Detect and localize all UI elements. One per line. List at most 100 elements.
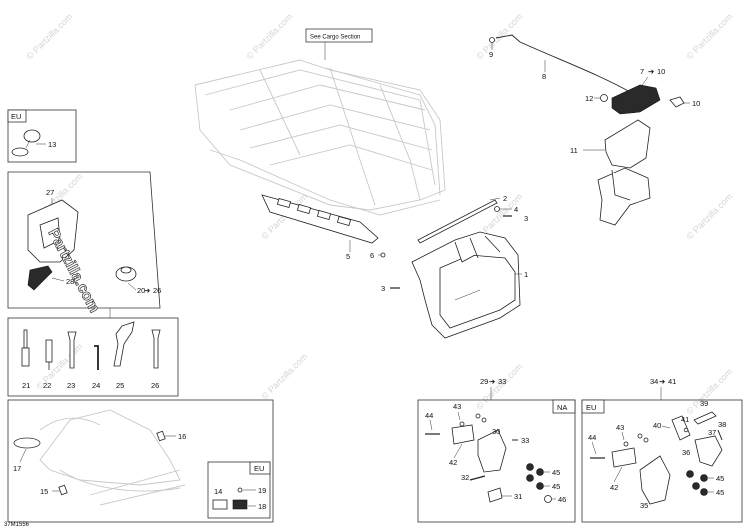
callout-13: 13 <box>48 140 56 149</box>
callout-11: 11 <box>570 146 578 155</box>
callout-44b: 44 <box>588 433 596 442</box>
callout-3b: 3 <box>381 284 385 293</box>
part-3-screw-upper: 3 <box>503 214 528 223</box>
callout-17: 17 <box>13 464 21 473</box>
callout-12: 12 <box>585 94 593 103</box>
watermarks: © Partzilla.com © Partzilla.com © Partzi… <box>24 11 734 416</box>
part-1-mudflap: 1 <box>411 231 528 339</box>
part-8-cable: 8 <box>495 34 631 93</box>
callout-9: 9 <box>489 50 493 59</box>
region-tag-eu-right: EU <box>586 403 596 412</box>
callout-25: 25 <box>116 381 124 390</box>
tool-bag-box: 27 28 20 ➔ 26 <box>7 171 161 309</box>
callout-28: 28 <box>66 277 74 286</box>
callout-29: 29 <box>480 377 488 386</box>
part-2-bracket: 2 <box>417 194 507 244</box>
part-7-10-handle: 7 ➔ 10 <box>611 67 665 115</box>
arrow-34-41: ➔ <box>659 377 666 386</box>
eu-mirror-box: EU 13 <box>7 109 77 163</box>
callout-30: 30 <box>492 427 500 436</box>
callout-42b: 42 <box>610 483 618 492</box>
snowmobile-box: 17 16 15 EU 14 19 18 <box>7 399 274 523</box>
part-9-cable-end: 9 <box>489 37 495 59</box>
eu-kit-box: 34 ➔ 41 EU 44 43 42 35 40 41 39 38 37 36 <box>581 377 743 523</box>
part-5-trim-strip: 5 <box>261 194 379 261</box>
see-cargo-label: See Cargo Section <box>310 35 360 41</box>
callout-8: 8 <box>542 72 546 81</box>
callout-6: 6 <box>370 251 374 260</box>
callout-45c: 45 <box>716 474 724 483</box>
callout-19: 19 <box>258 486 266 495</box>
callout-20: 20 <box>137 286 145 295</box>
arrow-29-33: ➔ <box>489 377 496 386</box>
callout-15: 15 <box>40 487 48 496</box>
callout-45d: 45 <box>716 488 724 497</box>
callout-41: 41 <box>681 415 689 424</box>
arrow-20-26: ➔ <box>144 286 151 295</box>
tool-kit-box: 21 22 23 24 25 26 <box>7 308 179 397</box>
callout-31: 31 <box>514 492 522 501</box>
callout-34-41-end: 41 <box>668 377 676 386</box>
callout-40: 40 <box>653 421 661 430</box>
callout-39: 39 <box>700 399 708 408</box>
callout-23: 23 <box>67 381 75 390</box>
callout-7: 7 <box>640 67 644 76</box>
callout-43a: 43 <box>453 402 461 411</box>
callout-44a: 44 <box>425 411 433 420</box>
region-tag-eu-bottom: EU <box>254 464 264 473</box>
callout-20-26-end: 26 <box>153 286 161 295</box>
callout-32: 32 <box>461 473 469 482</box>
callout-37: 37 <box>708 428 716 437</box>
watermark: © Partzilla.com <box>474 11 524 61</box>
callout-2: 2 <box>503 194 507 203</box>
callout-10: 10 <box>692 99 700 108</box>
callout-4: 4 <box>514 205 518 214</box>
watermark: © Partzilla.com <box>684 11 734 61</box>
watermark: © Partzilla.com <box>684 191 734 241</box>
part-11-bracket: 11 <box>570 119 651 226</box>
watermark: © Partzilla.com <box>244 11 294 61</box>
callout-45a: 45 <box>552 468 560 477</box>
callout-27: 27 <box>46 188 54 197</box>
part-4-washer: 4 <box>494 205 518 214</box>
callout-36: 36 <box>682 448 690 457</box>
callout-33: 33 <box>521 436 529 445</box>
region-tag-na: NA <box>557 403 567 412</box>
cargo-rack-ghost <box>194 59 446 216</box>
part-10-cap: 10 <box>669 96 700 108</box>
diagram-code: 37M1556 <box>4 522 30 528</box>
callout-22: 22 <box>43 381 51 390</box>
callout-7-10-end: 10 <box>657 67 665 76</box>
callout-21: 21 <box>22 381 30 390</box>
watermark: © Partzilla.com <box>34 341 84 391</box>
callout-18: 18 <box>258 502 266 511</box>
callout-35: 35 <box>640 501 648 510</box>
callout-3a: 3 <box>524 214 528 223</box>
callout-43b: 43 <box>616 423 624 432</box>
callout-42a: 42 <box>449 458 457 467</box>
callout-5: 5 <box>346 252 350 261</box>
watermark: © Partzilla.com <box>684 366 734 416</box>
part-6-screw: 6 <box>370 251 386 260</box>
callout-24: 24 <box>92 381 100 390</box>
watermark: © Partzilla.com <box>259 351 309 401</box>
callout-29-33-end: 33 <box>498 377 506 386</box>
watermark: © Partzilla.com <box>474 361 524 411</box>
na-kit-box: 29 ➔ 33 NA 44 43 42 30 33 32 31 45 45 <box>417 377 576 523</box>
callout-34: 34 <box>650 377 658 386</box>
callout-14: 14 <box>214 487 222 496</box>
region-tag-eu-top: EU <box>11 112 21 121</box>
see-cargo-callout: See Cargo Section <box>305 28 373 60</box>
arrow-7-10: ➔ <box>648 67 655 76</box>
callout-38: 38 <box>718 420 726 429</box>
callout-16: 16 <box>178 432 186 441</box>
callout-46: 46 <box>558 495 566 504</box>
part-12-knob: 12 <box>585 94 608 103</box>
callout-26: 26 <box>151 381 159 390</box>
part-3-screw-lower: 3 <box>381 284 400 293</box>
callout-1: 1 <box>524 270 528 279</box>
callout-45b: 45 <box>552 482 560 491</box>
watermark: © Partzilla.com <box>24 11 74 61</box>
